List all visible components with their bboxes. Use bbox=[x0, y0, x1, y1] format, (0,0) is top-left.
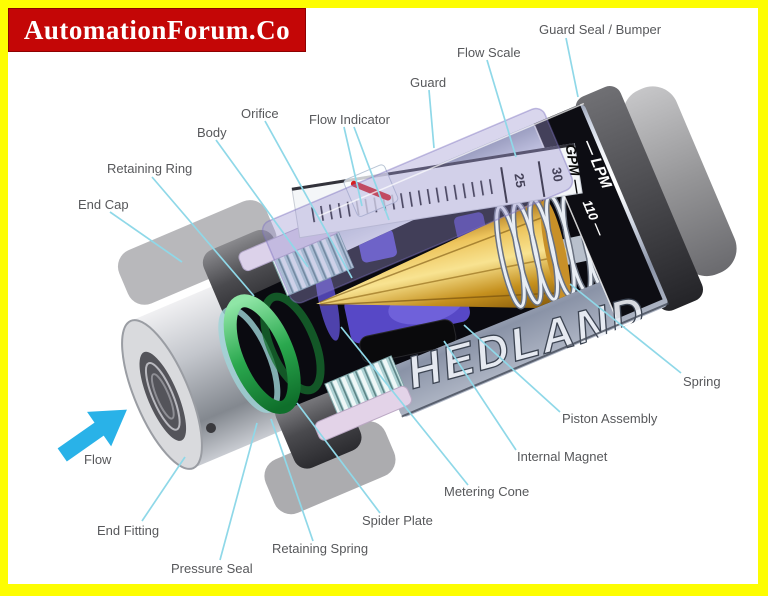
leader-guard bbox=[428, 89, 435, 149]
end-fitting-body bbox=[128, 282, 284, 469]
flow-indicator-piece bbox=[343, 164, 399, 217]
leader-spring bbox=[569, 283, 682, 374]
label-end-cap: End Cap bbox=[78, 197, 129, 212]
pressure-seal-strip bbox=[314, 385, 412, 441]
end-fitting-bore bbox=[139, 351, 187, 441]
bore-thread-2 bbox=[150, 373, 175, 420]
retaining-spring-ring bbox=[223, 294, 301, 415]
label-metering-cone: Metering Cone bbox=[444, 484, 530, 499]
leader-flow-indicator-1 bbox=[343, 126, 363, 207]
guard-cover bbox=[261, 107, 574, 304]
leader-retaining-spring bbox=[270, 418, 314, 542]
guard-seal-bumper-ring bbox=[575, 85, 704, 311]
label-retaining-spring: Retaining Spring bbox=[272, 541, 369, 556]
leader-metering-cone bbox=[340, 326, 469, 486]
cone-ridge-2 bbox=[320, 256, 554, 305]
label-spring: Spring bbox=[683, 374, 721, 389]
fitting-pin-hole bbox=[205, 423, 216, 434]
label-body: Body bbox=[197, 125, 227, 140]
end-cap-lower-flange bbox=[264, 421, 396, 515]
site-banner: AutomationForum.Co bbox=[8, 8, 306, 52]
metering-cone-shape bbox=[316, 198, 567, 309]
leader-end-fitting bbox=[141, 456, 186, 522]
gpm-tick-25: 25 bbox=[511, 172, 528, 189]
label-retaining-ring: Retaining Ring bbox=[107, 161, 193, 176]
leader-flow-scale bbox=[486, 59, 517, 158]
gpm-tick-30: 30 bbox=[549, 166, 566, 183]
leader-spider-plate bbox=[296, 402, 381, 514]
label-piston-assembly: Piston Assembly bbox=[562, 411, 658, 426]
leader-lines bbox=[109, 37, 682, 561]
end-cap-far-flange bbox=[117, 200, 277, 305]
leader-pressure-seal bbox=[219, 422, 258, 561]
label-pressure-seal: Pressure Seal bbox=[171, 561, 253, 576]
leader-body bbox=[215, 139, 309, 268]
label-spider-plate: Spider Plate bbox=[362, 513, 433, 528]
label-flow-indicator: Flow Indicator bbox=[309, 112, 390, 127]
label-internal-magnet: Internal Magnet bbox=[517, 449, 608, 464]
label-end-fitting: End Fitting bbox=[97, 523, 160, 538]
leader-piston-assembly bbox=[463, 324, 561, 413]
cone-ridge-1 bbox=[319, 215, 546, 303]
label-flow-scale: Flow Scale bbox=[457, 45, 521, 60]
cone-ridge-3 bbox=[320, 292, 562, 306]
label-flow: Flow bbox=[84, 452, 112, 467]
spider-plate-ring bbox=[260, 292, 325, 395]
label-guard-seal-bumper: Guard Seal / Bumper bbox=[539, 22, 662, 37]
label-guard: Guard bbox=[410, 75, 447, 90]
leader-guard-seal-bumper bbox=[565, 37, 579, 98]
leader-internal-magnet bbox=[443, 340, 517, 451]
tube-bottom-edge bbox=[401, 302, 670, 418]
leader-retaining-ring bbox=[151, 176, 255, 297]
bore-thread-1 bbox=[144, 361, 181, 431]
leader-end-cap bbox=[109, 211, 183, 263]
indicator-red-stripe bbox=[350, 180, 392, 201]
label-orifice: Orifice bbox=[241, 106, 279, 121]
gpm-header-text: GPM — bbox=[563, 143, 587, 196]
tube-top-highlight bbox=[316, 102, 585, 218]
flow-meter-device: — LPM 110 — HEDLAND 25 30 GPM — bbox=[117, 85, 737, 515]
right-end-cap bbox=[623, 86, 737, 277]
leader-flow-indicator-2 bbox=[353, 126, 390, 221]
leader-orifice bbox=[264, 120, 353, 279]
site-banner-title: AutomationForum.Co bbox=[23, 14, 291, 45]
flow-arrow bbox=[57, 409, 127, 462]
